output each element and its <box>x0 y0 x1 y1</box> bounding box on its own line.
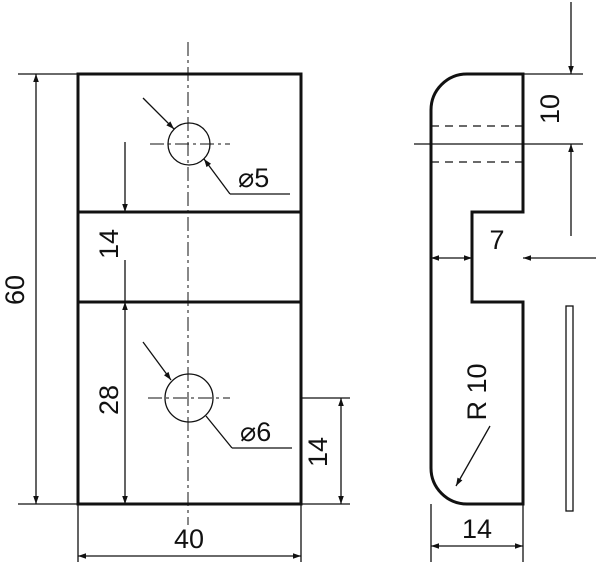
dim-slot-label: 14 <box>94 229 124 259</box>
dim-side-width-label: 14 <box>462 514 492 544</box>
leader-hole6-upper <box>142 341 172 381</box>
dim-notch-label: 7 <box>489 225 504 255</box>
leader-hole6-lower <box>205 415 233 449</box>
side-outline <box>429 72 525 506</box>
front-outline <box>76 72 303 506</box>
dim-hole6-label: ⌀6 <box>240 417 271 447</box>
dim-radius-label: R 10 <box>462 363 492 420</box>
leader-hole5-lower <box>203 158 231 195</box>
leader-radius <box>455 425 491 487</box>
dim-right-label: 14 <box>303 437 333 467</box>
lower-hole <box>164 373 214 423</box>
front-view: 60 40 14 28 ⌀5 ⌀6 14 <box>0 42 350 562</box>
dim-width-label: 40 <box>174 524 204 554</box>
dim-side-top-label: 10 <box>535 94 565 124</box>
thin-bar <box>565 305 574 512</box>
dim-hole5-label: ⌀5 <box>238 163 269 193</box>
leader-hole5-upper <box>142 97 175 130</box>
dim-lower-label: 28 <box>94 385 124 415</box>
dim-height-label: 60 <box>0 275 30 305</box>
side-view: 10 7 R 10 14 <box>414 2 596 562</box>
